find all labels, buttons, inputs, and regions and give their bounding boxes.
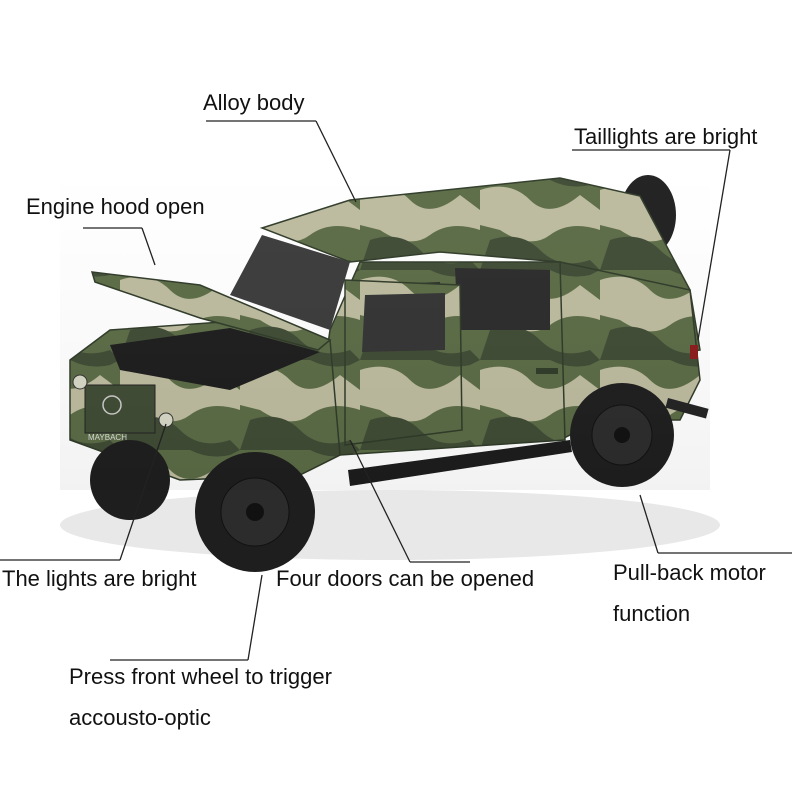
label-taillights: Taillights are bright (574, 124, 758, 149)
label-pullback-line2: function (613, 601, 691, 626)
callout-lines (0, 120, 792, 661)
line-lights-diag (119, 423, 167, 561)
label-pullback-line1: Pull-back motor (613, 560, 766, 585)
label-four-doors: Four doors can be opened (276, 566, 535, 591)
label-engine-hood: Engine hood open (26, 194, 205, 219)
label-press-line2: accousto-optic (69, 705, 211, 730)
label-alloy-body: Alloy body (203, 90, 305, 115)
line-pullback-diag (639, 494, 659, 554)
label-lights: The lights are bright (2, 566, 197, 591)
line-press-wheel-diag (247, 574, 263, 661)
line-engine-hood-diag (141, 227, 156, 266)
body-shade (60, 170, 710, 490)
line-alloy-body-diag (315, 120, 357, 203)
label-press-line1: Press front wheel to trigger (69, 664, 332, 689)
line-taillights-diag (697, 149, 731, 341)
line-four-doors-diag (349, 439, 411, 563)
